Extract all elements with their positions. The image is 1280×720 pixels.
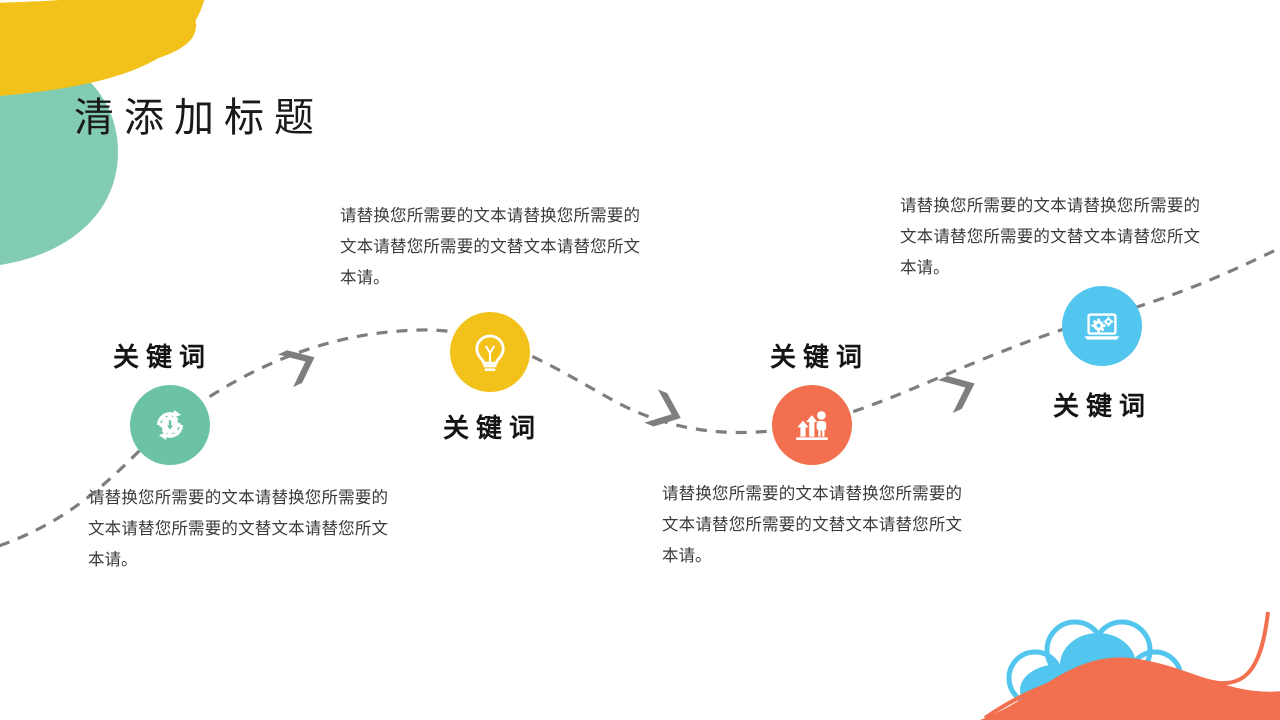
step-circle-3[interactable] <box>772 385 852 465</box>
chevron-arrow-icon-3 <box>938 375 975 413</box>
step-description-2: 请替换您所需要的文本请替换您所需要的文本请替您所需要的文替文本请替您所文本请。 <box>340 206 640 287</box>
step-circle-1[interactable] <box>130 385 210 465</box>
gear-sync-icon <box>157 410 183 440</box>
step-description-4: 请替换您所需要的文本请替换您所需要的文本请替您所需要的文替文本请替您所文本请。 <box>900 196 1200 277</box>
laptop-gears-icon <box>1084 313 1120 340</box>
chevron-arrow-icon-1 <box>277 350 315 388</box>
step-description-3: 请替换您所需要的文本请替换您所需要的文本请替您所需要的文替文本请替您所文本请。 <box>662 484 962 565</box>
step-circle-2[interactable] <box>450 312 530 392</box>
page-title: 清添加标题 <box>74 95 324 140</box>
step-keyword-1: 关键词 <box>113 343 213 372</box>
step-keyword-3: 关键词 <box>770 343 870 372</box>
step-circle-4[interactable] <box>1062 286 1142 366</box>
lightbulb-icon <box>475 334 505 371</box>
growth-people-icon <box>796 411 828 440</box>
step-keyword-2: 关键词 <box>443 414 543 443</box>
chevron-arrow-icon-2 <box>644 389 681 427</box>
step-description-1: 请替换您所需要的文本请替换您所需要的文本请替您所需要的文替文本请替您所文本请。 <box>88 488 388 569</box>
step-keyword-4: 关键词 <box>1053 392 1153 421</box>
